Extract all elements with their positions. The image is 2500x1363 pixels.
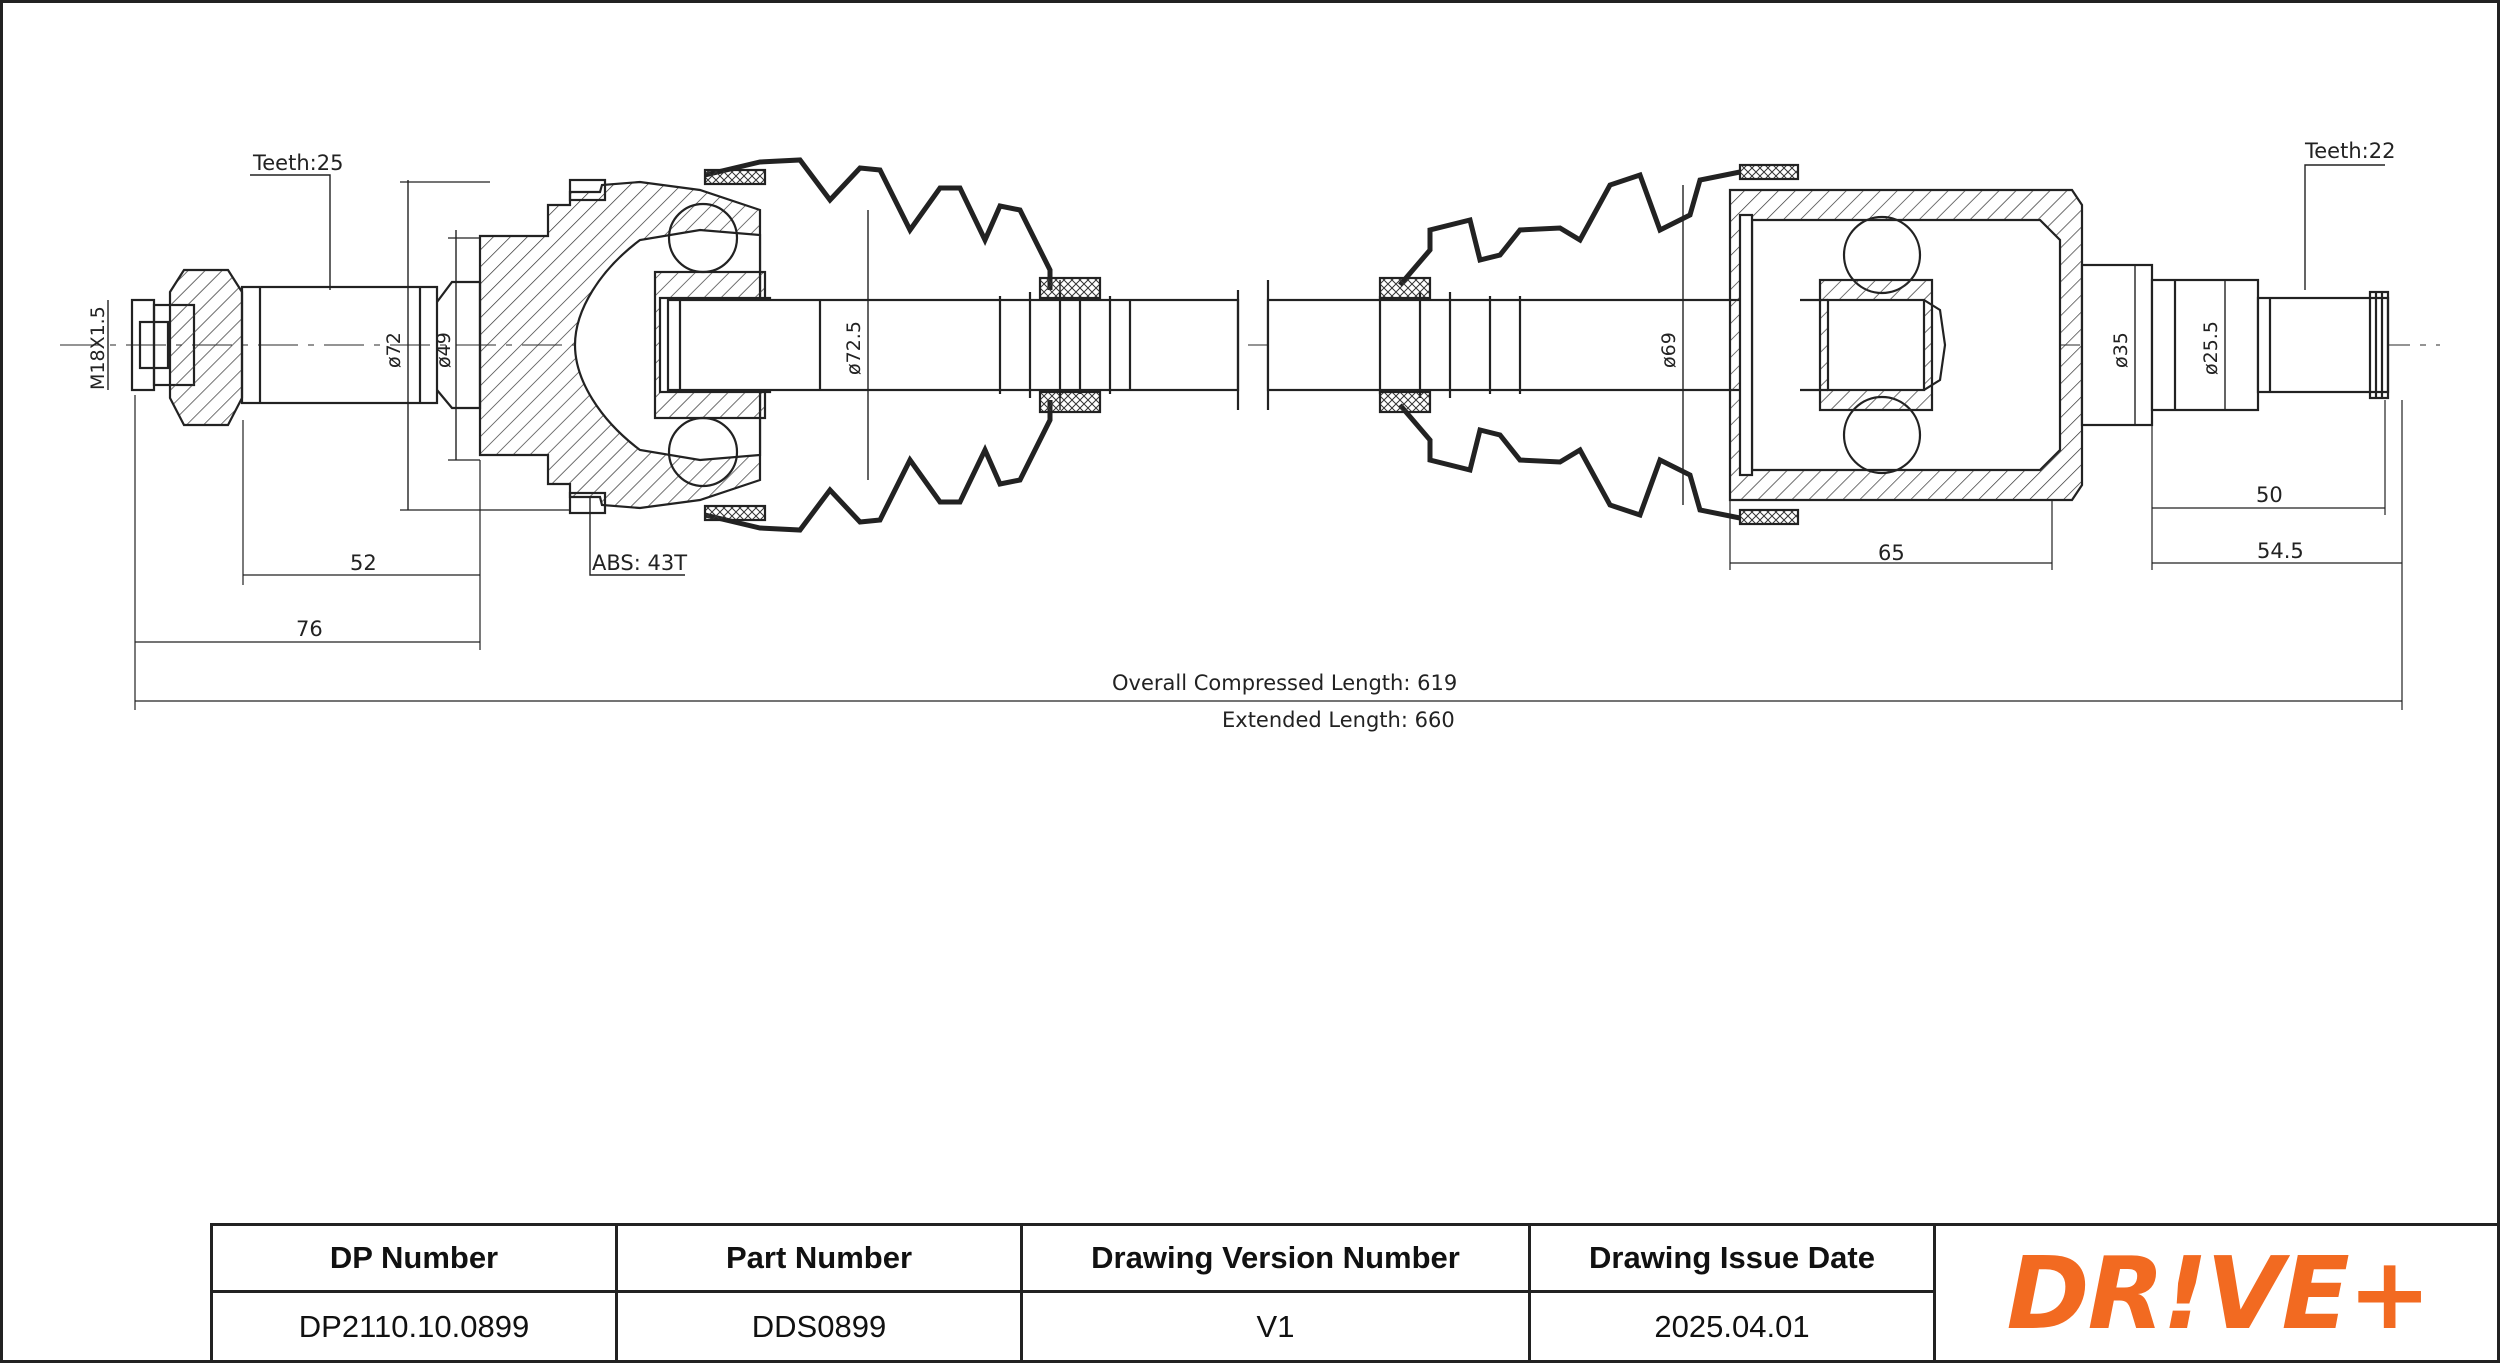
- thread-label: M18X1.5: [87, 306, 109, 390]
- dia-25-5-label: ø25.5: [2200, 321, 2222, 375]
- logo-cell: DR!VE+: [1933, 1223, 2500, 1363]
- value-drawing-version: V1: [1020, 1290, 1531, 1363]
- dim-65-label: 65: [1878, 541, 1905, 565]
- extended-length-label: Extended Length: 660: [1222, 708, 1455, 732]
- header-issue-date: Drawing Issue Date: [1528, 1223, 1936, 1293]
- logo-text-a: DR: [2006, 1234, 2164, 1352]
- header-part-number: Part Number: [615, 1223, 1023, 1293]
- dim-54-5-label: 54.5: [2257, 539, 2304, 563]
- abs-label: ABS: 43T: [592, 551, 687, 575]
- dia-49-label: ø49: [433, 332, 455, 368]
- title-block: DP Number Part Number Drawing Version Nu…: [210, 1223, 2500, 1363]
- logo-text-c: VE+: [2206, 1234, 2431, 1352]
- drive-logo: DR!VE+: [2006, 1234, 2431, 1352]
- dia-72-5-label: ø72.5: [843, 321, 865, 375]
- overall-length-label: Overall Compressed Length: 619: [1112, 671, 1457, 695]
- value-issue-date: 2025.04.01: [1528, 1290, 1936, 1363]
- dia-35-label: ø35: [2110, 332, 2132, 368]
- dim-52-label: 52: [350, 551, 377, 575]
- value-part-number: DDS0899: [615, 1290, 1023, 1363]
- teeth-left-label: Teeth:25: [252, 151, 343, 175]
- dia-72-label: ø72: [383, 332, 405, 368]
- header-drawing-version: Drawing Version Number: [1020, 1223, 1531, 1293]
- logo-text-b: !: [2162, 1234, 2208, 1352]
- teeth-right-label: Teeth:22: [2304, 139, 2395, 163]
- dim-76-label: 76: [296, 617, 323, 641]
- dim-50-label: 50: [2256, 483, 2283, 507]
- dia-69-label: ø69: [1658, 332, 1680, 368]
- value-dp-number: DP2110.10.0899: [210, 1290, 618, 1363]
- header-dp-number: DP Number: [210, 1223, 618, 1293]
